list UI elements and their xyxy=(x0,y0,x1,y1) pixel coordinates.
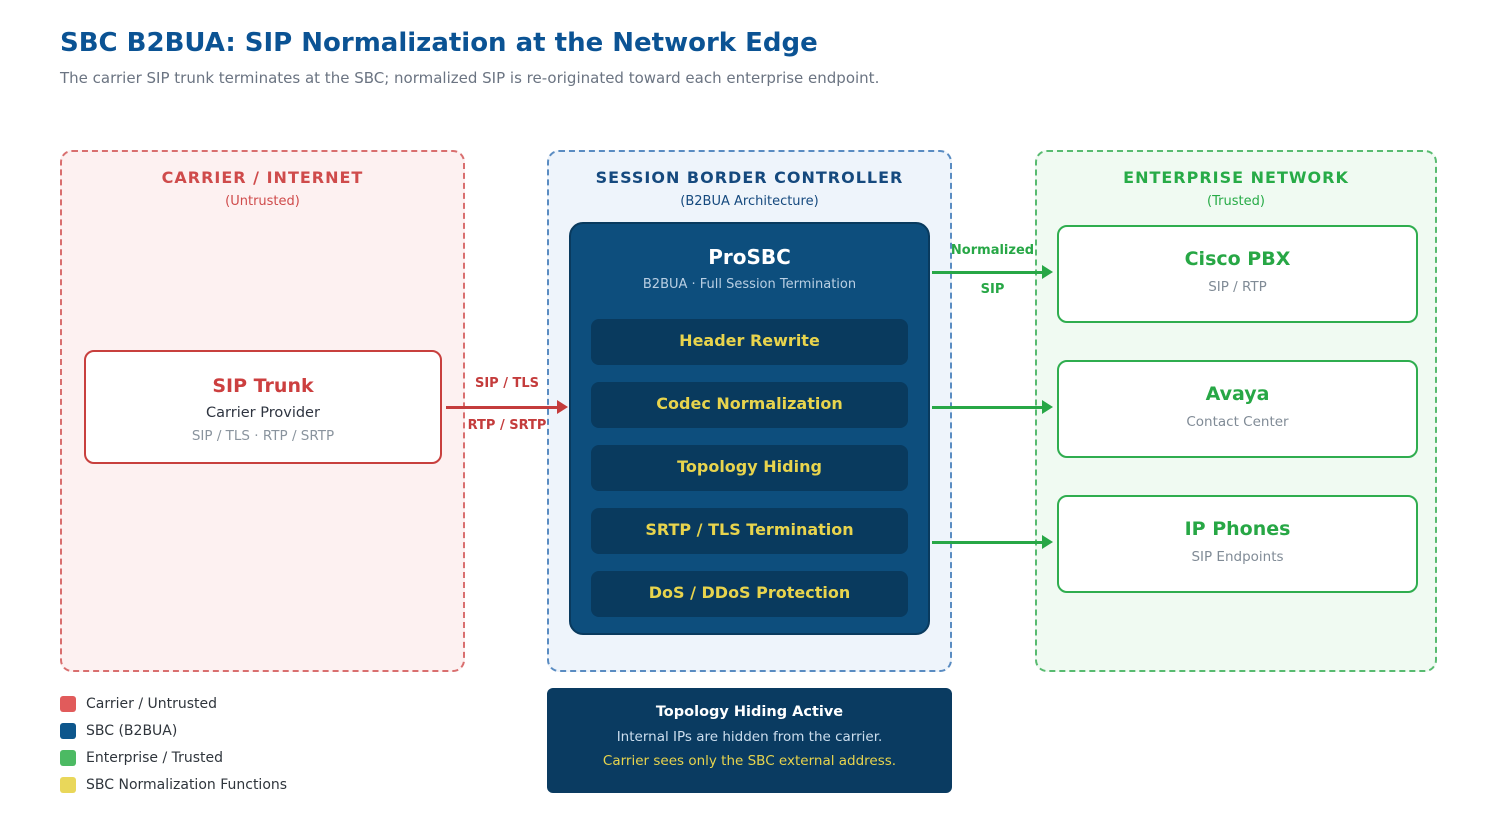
legend: Carrier / Untrusted SBC (B2BUA) Enterpri… xyxy=(60,690,287,798)
avaya-node: Avaya Contact Center xyxy=(1057,360,1418,458)
prosbc-node: ProSBC B2BUA · Full Session Termination … xyxy=(569,222,930,635)
sip-trunk-node: SIP Trunk Carrier Provider SIP / TLS · R… xyxy=(84,350,442,464)
legend-label-enterprise: Enterprise / Trusted xyxy=(86,749,224,766)
fn-topology-hiding: Topology Hiding xyxy=(591,445,908,491)
legend-swatch-functions xyxy=(60,776,76,793)
arrow-line xyxy=(932,270,1045,274)
sbc-to-cisco-label-bottom: SIP xyxy=(980,282,1005,297)
legend-label-sbc: SBC (B2BUA) xyxy=(86,722,178,739)
enterprise-zone-title: ENTERPRISE NETWORK xyxy=(1123,168,1349,187)
cisco-pbx-node: Cisco PBX SIP / RTP xyxy=(1057,225,1418,323)
cisco-pbx-subtitle: SIP / RTP xyxy=(1208,279,1267,295)
arrow-head-icon xyxy=(1042,535,1053,549)
arrow-line xyxy=(932,540,1045,544)
carrier-zone-subtitle: (Untrusted) xyxy=(225,194,300,209)
legend-swatch-carrier xyxy=(60,695,76,712)
legend-label-functions: SBC Normalization Functions xyxy=(86,776,288,793)
sbc-to-cisco-label-top: Normalized xyxy=(950,243,1035,258)
fn-header-rewrite: Header Rewrite xyxy=(591,319,908,365)
sip-trunk-protocols: SIP / TLS · RTP / SRTP xyxy=(191,428,335,444)
avaya-subtitle: Contact Center xyxy=(1186,414,1289,430)
arrow-head-icon xyxy=(557,400,568,414)
arrow-head-icon xyxy=(1042,400,1053,414)
fn-srtp-tls-termination: SRTP / TLS Termination xyxy=(591,508,908,554)
legend-item-carrier: Carrier / Untrusted xyxy=(60,690,287,717)
sip-trunk-provider: Carrier Provider xyxy=(206,405,320,421)
legend-item-sbc: SBC (B2BUA) xyxy=(60,717,287,744)
carrier-zone-title: CARRIER / INTERNET xyxy=(161,168,364,187)
sbc-zone-title: SESSION BORDER CONTROLLER xyxy=(595,168,904,187)
legend-swatch-enterprise xyxy=(60,749,76,766)
sbc-to-cisco-arrow xyxy=(932,265,1053,279)
legend-item-enterprise: Enterprise / Trusted xyxy=(60,744,287,771)
legend-item-functions: SBC Normalization Functions xyxy=(60,771,287,798)
legend-label-carrier: Carrier / Untrusted xyxy=(86,695,218,712)
sbc-zone-subtitle: (B2BUA Architecture) xyxy=(680,194,819,209)
arrow-head-icon xyxy=(1042,265,1053,279)
sbc-zone: SESSION BORDER CONTROLLER (B2BUA Archite… xyxy=(547,150,952,672)
carrier-to-sbc-arrow xyxy=(446,400,568,414)
topology-hiding-callout: Topology Hiding Active Internal IPs are … xyxy=(547,688,952,793)
arrow-line xyxy=(932,405,1045,409)
legend-swatch-sbc xyxy=(60,722,76,739)
carrier-to-sbc-label-top: SIP / TLS xyxy=(474,376,540,391)
sbc-to-ip-phones-arrow xyxy=(932,535,1053,549)
ip-phones-subtitle: SIP Endpoints xyxy=(1191,549,1284,565)
prosbc-subtitle: B2BUA · Full Session Termination xyxy=(642,277,857,292)
sip-trunk-title: SIP Trunk xyxy=(212,375,314,397)
callout-title: Topology Hiding Active xyxy=(655,704,844,720)
ip-phones-title: IP Phones xyxy=(1184,518,1291,540)
cisco-pbx-title: Cisco PBX xyxy=(1184,248,1291,270)
page-title: SBC B2BUA: SIP Normalization at the Netw… xyxy=(60,28,818,58)
fn-dos-ddos-protection: DoS / DDoS Protection xyxy=(591,571,908,617)
arrow-line xyxy=(446,405,560,409)
carrier-to-sbc-label-bottom: RTP / SRTP xyxy=(467,418,547,433)
enterprise-zone: ENTERPRISE NETWORK (Trusted) Cisco PBX S… xyxy=(1035,150,1437,672)
sbc-to-avaya-arrow xyxy=(932,400,1053,414)
ip-phones-node: IP Phones SIP Endpoints xyxy=(1057,495,1418,593)
callout-line-2: Carrier sees only the SBC external addre… xyxy=(602,753,897,769)
page-subtitle: The carrier SIP trunk terminates at the … xyxy=(60,69,880,87)
avaya-title: Avaya xyxy=(1205,383,1270,405)
callout-line-1: Internal IPs are hidden from the carrier… xyxy=(616,729,883,745)
enterprise-zone-subtitle: (Trusted) xyxy=(1207,194,1265,209)
carrier-zone: CARRIER / INTERNET (Untrusted) SIP Trunk… xyxy=(60,150,465,672)
fn-codec-normalization: Codec Normalization xyxy=(591,382,908,428)
prosbc-title: ProSBC xyxy=(708,245,791,269)
